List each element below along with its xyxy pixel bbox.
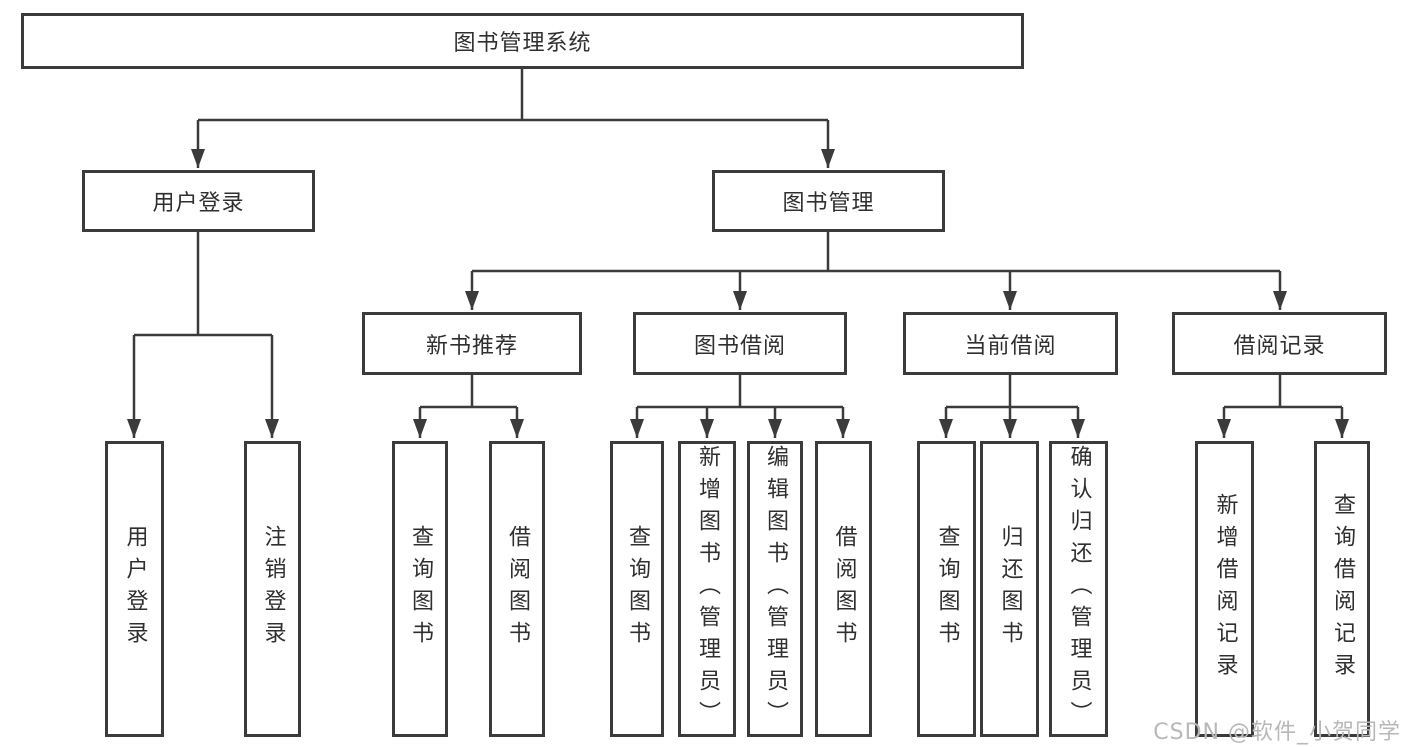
node-label: 查询图书	[934, 525, 960, 653]
node-label: 编辑图书（管理员）	[763, 445, 788, 733]
node-current-borrow: 当前借阅	[903, 312, 1118, 375]
node-query-borrow-record: 查询借阅记录	[1314, 441, 1370, 737]
node-library-management-system: 图书管理系统	[21, 13, 1024, 69]
node-add-books-admin: 新增图书（管理员）	[678, 441, 736, 737]
node-label: 当前借阅	[964, 333, 1057, 359]
node-label: 新增借阅记录	[1212, 493, 1238, 685]
node-label: 查询图书	[625, 525, 650, 653]
node-book-borrow: 图书借阅	[633, 312, 847, 375]
node-label: 图书管理	[782, 191, 875, 216]
node-label: 确认归还（管理员）	[1066, 445, 1092, 733]
node-book-management: 图书管理	[712, 170, 945, 232]
node-label: 用户登录	[122, 525, 148, 653]
node-label: 用户登录	[152, 191, 245, 216]
node-label: 查询借阅记录	[1330, 493, 1355, 685]
node-add-borrow-record: 新增借阅记录	[1195, 441, 1254, 737]
node-logout: 注销登录	[244, 441, 301, 737]
node-label: 查询图书	[408, 525, 433, 653]
node-user-login: 用户登录	[82, 170, 315, 232]
node-label: 借阅图书	[831, 525, 857, 653]
node-user-login-leaf: 用户登录	[105, 441, 164, 737]
node-borrow-books-leaf: 借阅图书	[815, 441, 872, 737]
node-borrow-books-recommend: 借阅图书	[489, 441, 545, 737]
node-label: 借阅图书	[505, 525, 530, 653]
node-label: 新书推荐	[425, 333, 518, 359]
node-new-book-recommend: 新书推荐	[362, 312, 582, 375]
node-label: 借阅记录	[1233, 333, 1326, 359]
node-label: 归还图书	[997, 525, 1023, 653]
node-label: 图书借阅	[693, 333, 786, 359]
node-query-books-borrow: 查询图书	[610, 441, 664, 737]
node-edit-books-admin: 编辑图书（管理员）	[747, 441, 803, 737]
node-label: 新增图书（管理员）	[695, 445, 720, 733]
node-query-books-recommend: 查询图书	[392, 441, 448, 737]
node-return-books: 归还图书	[980, 441, 1039, 737]
node-borrow-records: 借阅记录	[1172, 312, 1387, 375]
node-label: 图书管理系统	[453, 31, 592, 56]
node-label: 注销登录	[260, 525, 286, 653]
node-query-books-current: 查询图书	[917, 441, 976, 737]
node-confirm-return-admin: 确认归还（管理员）	[1049, 441, 1108, 737]
